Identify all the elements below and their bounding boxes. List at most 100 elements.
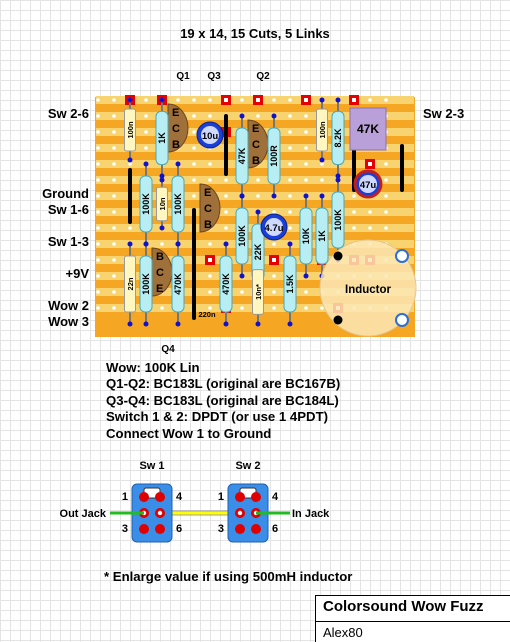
switch-1-lug-5-hole xyxy=(157,510,163,516)
inductor-pin-2 xyxy=(333,315,343,325)
component-r100k_e-label: 100K xyxy=(141,273,151,295)
inductor-pin-1 xyxy=(333,251,343,261)
switch-1-lug-1 xyxy=(139,492,149,502)
component-r1k5 xyxy=(283,255,297,313)
lead-dot xyxy=(287,321,293,327)
hole xyxy=(256,114,260,118)
hole xyxy=(208,98,212,102)
hole xyxy=(112,226,116,230)
lead-dot xyxy=(127,157,133,163)
component-r22k-label: 22K xyxy=(253,243,263,260)
sw2-pin-4: 4 xyxy=(272,491,279,503)
hole xyxy=(224,194,228,198)
hole xyxy=(96,162,100,166)
hole xyxy=(128,226,132,230)
out-jack-label: Out Jack xyxy=(60,508,107,520)
lead-dot xyxy=(127,241,133,247)
component-r100k_b xyxy=(171,175,185,233)
component-c10n_a xyxy=(156,186,168,222)
component-r1k_a-label: 1K xyxy=(157,132,167,144)
component-c10n_a-label: 10n xyxy=(158,197,167,210)
sw2-pin-6: 6 xyxy=(272,523,278,535)
note-switches: Switch 1 & 2: DPDT (or use 1 4PDT) xyxy=(106,409,329,425)
inductor-terminals xyxy=(333,249,409,327)
label-wow3: Wow 3 xyxy=(48,314,89,329)
left-labels: Sw 2-6 Ground Sw 1-6 Sw 1-3 +9V Wow 2 Wo… xyxy=(42,106,89,329)
project-author: Alex80 xyxy=(323,625,363,640)
footnote: * Enlarge value if using 500mH inductor xyxy=(104,569,353,584)
switch-1-lug-3 xyxy=(139,524,149,534)
hole xyxy=(208,290,212,294)
strip-6 xyxy=(96,192,414,200)
q1-pin-e: E xyxy=(172,107,179,119)
inductor-label: Inductor xyxy=(345,284,392,296)
q3-pin-b: B xyxy=(204,219,212,231)
hole xyxy=(112,114,116,118)
hole xyxy=(272,98,276,102)
cap-4u7: 4.7u xyxy=(260,213,288,241)
lead-dot xyxy=(271,113,277,119)
lead-dot xyxy=(335,177,341,183)
hole xyxy=(256,194,260,198)
component-c100n_a xyxy=(124,108,136,152)
lead-dot xyxy=(223,241,229,247)
lead-dot xyxy=(143,161,149,167)
hole xyxy=(384,210,388,214)
component-c10n_b-label: 10n* xyxy=(254,284,263,300)
hole xyxy=(288,226,292,230)
component-r8k2 xyxy=(331,110,345,166)
cap-10u-top xyxy=(201,126,219,144)
lead-dot xyxy=(175,241,181,247)
hole xyxy=(96,274,100,278)
hole xyxy=(304,162,308,166)
component-r100k_d xyxy=(331,191,345,249)
component-r100k_c-label: 100K xyxy=(237,225,247,247)
switch-2-lug-3 xyxy=(235,524,245,534)
hole xyxy=(288,114,292,118)
q3-pin-c: C xyxy=(204,203,212,215)
sw1-pin-6: 6 xyxy=(176,523,182,535)
hole xyxy=(144,130,148,134)
transistor-q1-body xyxy=(167,103,189,153)
lead-dot xyxy=(303,193,309,199)
sw1-label: Sw 1 xyxy=(139,460,164,472)
hole xyxy=(192,114,196,118)
cut-center xyxy=(224,98,228,102)
component-c100n_b-label: 100n xyxy=(318,121,327,139)
hole xyxy=(192,194,196,198)
lead-dot xyxy=(127,321,133,327)
cap-10u-label: 10u xyxy=(202,131,219,142)
hole xyxy=(352,194,356,198)
hole xyxy=(112,130,116,134)
hole xyxy=(256,178,260,182)
switch-1: 1 4 3 6 xyxy=(122,483,183,543)
hole xyxy=(272,274,276,278)
note-wow: Wow: 100K Lin xyxy=(106,360,200,375)
hole xyxy=(112,194,116,198)
component-c100n_a-label: 100n xyxy=(126,121,135,139)
lead-dot xyxy=(271,193,277,199)
strip-7 xyxy=(96,208,414,216)
hole xyxy=(144,114,148,118)
hole xyxy=(112,162,116,166)
hole xyxy=(352,210,356,214)
trimmer-47k: 47K xyxy=(349,107,387,151)
in-jack-label: In Jack xyxy=(292,508,330,520)
hole xyxy=(144,146,148,150)
switch-2-lug-4 xyxy=(251,492,261,502)
component-r8k2-label: 8.2K xyxy=(333,128,343,148)
hole xyxy=(192,130,196,134)
component-r1k5-label: 1.5K xyxy=(285,274,295,294)
hole xyxy=(368,210,372,214)
hole xyxy=(112,210,116,214)
label-9v: +9V xyxy=(66,266,90,281)
q2-pin-e: E xyxy=(252,123,259,135)
hole xyxy=(288,146,292,150)
hole xyxy=(240,306,244,310)
component-r100k_a xyxy=(139,175,153,233)
sw1-pin-1: 1 xyxy=(122,491,128,503)
sw2-pin-1: 1 xyxy=(218,491,224,503)
component-r47k_a-label: 47K xyxy=(237,147,247,164)
strip-5 xyxy=(96,176,414,184)
hole xyxy=(96,306,100,310)
